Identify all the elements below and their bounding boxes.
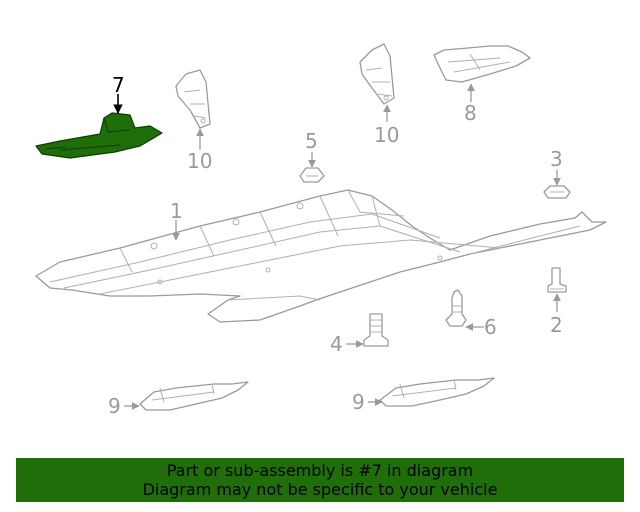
part-5-clip[interactable] bbox=[299, 167, 325, 183]
callout-7[interactable]: 7 bbox=[112, 73, 125, 97]
callout-6[interactable]: 6 bbox=[484, 315, 497, 339]
callout-1[interactable]: 1 bbox=[170, 199, 183, 223]
callout-2[interactable]: 2 bbox=[550, 313, 563, 337]
part-9-shield-right[interactable] bbox=[379, 377, 495, 407]
part-1-underbody-shield[interactable] bbox=[35, 189, 607, 323]
callout-10-left[interactable]: 10 bbox=[187, 149, 212, 173]
callout-10-right[interactable]: 10 bbox=[374, 123, 399, 147]
info-banner: Part or sub-assembly is #7 in diagram Di… bbox=[16, 458, 624, 502]
part-3-clip[interactable] bbox=[543, 185, 571, 199]
callout-9-left[interactable]: 9 bbox=[108, 394, 121, 418]
part-10-bracket-right[interactable] bbox=[359, 43, 395, 105]
part-9-shield-left[interactable] bbox=[139, 381, 249, 411]
part-10-bracket-left[interactable] bbox=[175, 69, 211, 129]
banner-line-2: Diagram may not be specific to your vehi… bbox=[142, 480, 498, 499]
part-2-push-pin[interactable] bbox=[547, 267, 567, 293]
part-8-shield[interactable] bbox=[433, 45, 531, 83]
part-4-bolt[interactable] bbox=[363, 313, 389, 347]
callout-9-right[interactable]: 9 bbox=[352, 390, 365, 414]
callout-5[interactable]: 5 bbox=[305, 129, 318, 153]
part-6-clip[interactable] bbox=[445, 289, 467, 327]
banner-line-1: Part or sub-assembly is #7 in diagram bbox=[166, 461, 474, 480]
callout-8[interactable]: 8 bbox=[464, 101, 477, 125]
callout-4[interactable]: 4 bbox=[330, 332, 343, 356]
callout-3[interactable]: 3 bbox=[550, 147, 563, 171]
part-7-splash-shield[interactable] bbox=[35, 112, 163, 159]
